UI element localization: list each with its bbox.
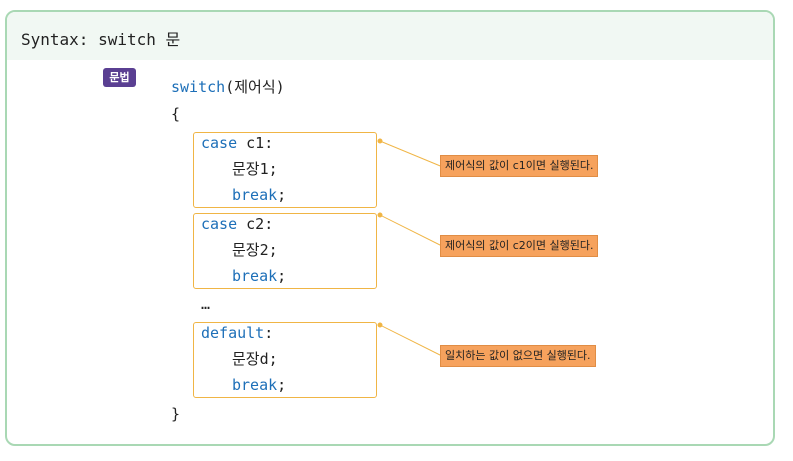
code-line-case2: case c2: (201, 214, 273, 234)
case1-value: c1: (237, 134, 274, 152)
switch-keyword: switch (171, 78, 226, 96)
statement1: 문장1; (232, 160, 278, 178)
note-case2: 제어식의 값이 c2이면 실행된다. (440, 235, 599, 257)
break2-keyword: break (232, 267, 278, 285)
connector-dot-case1 (377, 138, 383, 144)
code-line-switch: switch(제어식) (171, 77, 285, 97)
note-default: 일치하는 값이 없으면 실행된다. (440, 345, 596, 367)
switch-expression: (제어식) (225, 78, 285, 96)
code-line-case1: case c1: (201, 133, 273, 153)
note-case1: 제어식의 값이 c1이면 실행된다. (440, 155, 599, 177)
break1-keyword: break (232, 186, 278, 204)
code-line-break1: break; (232, 185, 286, 205)
break1-semicolon: ; (277, 186, 287, 204)
case2-box (193, 213, 377, 289)
close-brace: } (171, 405, 181, 423)
statement-d: 문장d; (232, 350, 278, 368)
default-keyword: default (201, 324, 265, 342)
connector-case1 (379, 140, 451, 171)
panel-title: Syntax: switch 문 (21, 30, 181, 49)
case1-keyword: case (201, 134, 238, 152)
break2-semicolon: ; (277, 267, 287, 285)
connector-default (379, 324, 451, 361)
code-line-default: default: (201, 323, 273, 343)
default-box (193, 322, 377, 398)
connector-dot-case2 (377, 212, 383, 218)
syntax-badge: 문법 (103, 68, 136, 87)
case2-keyword: case (201, 215, 238, 233)
connector-dot-default (377, 322, 383, 328)
connector-case2 (379, 214, 451, 251)
case2-value: c2: (237, 215, 274, 233)
break3-keyword: break (232, 376, 278, 394)
open-brace: { (171, 105, 181, 123)
case1-box (193, 132, 377, 208)
code-line-break2: break; (232, 266, 286, 286)
panel-header: Syntax: switch 문 (7, 12, 773, 60)
break3-semicolon: ; (277, 376, 287, 394)
code-line-break3: break; (232, 375, 286, 395)
default-colon: : (264, 324, 274, 342)
ellipsis: … (201, 295, 211, 313)
statement2: 문장2; (232, 241, 278, 259)
